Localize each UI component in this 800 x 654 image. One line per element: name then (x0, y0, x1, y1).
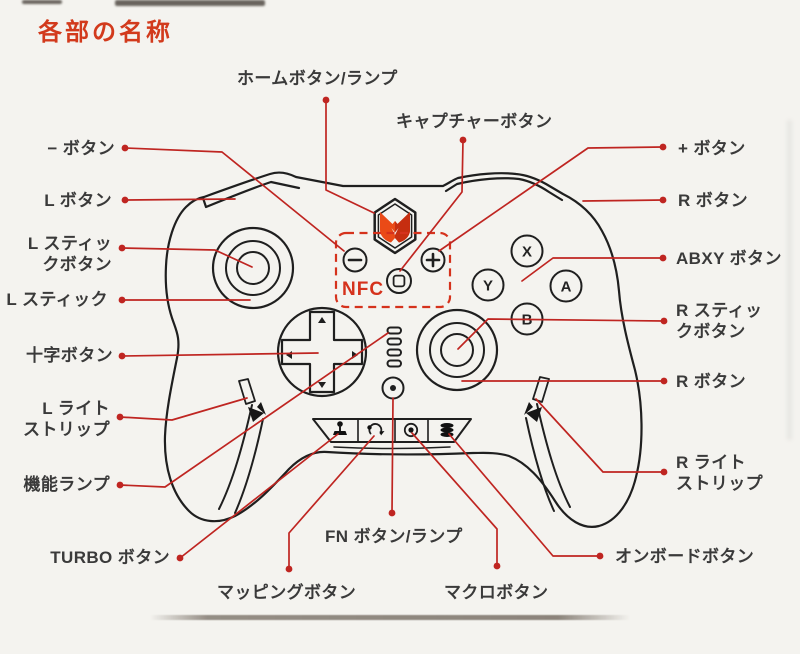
r-grip-seam (525, 403, 571, 512)
mapping-button (367, 423, 385, 436)
plus-icon (425, 252, 441, 268)
label-dpad: 十字ボタン (26, 346, 113, 365)
scan-shadow-right (787, 120, 792, 440)
dpad-up-arrow-icon (318, 317, 326, 323)
label-function-lamp: 機能ランプ (23, 475, 110, 494)
label-l-light-strip: L ライト ストリップ (23, 399, 110, 439)
label-plus-button: + ボタン (678, 139, 746, 158)
controller-body-outline (163, 171, 643, 528)
label-r-light-strip: R ライト ストリップ (676, 453, 763, 493)
onboard-button (440, 423, 454, 437)
dot-ring-icon (390, 385, 396, 391)
label-l-button: L ボタン (44, 191, 112, 210)
r-shoulder-button (444, 177, 564, 202)
a-button (549, 269, 583, 303)
label-onboard-button: オンボードボタン (615, 547, 755, 566)
plus-button (420, 247, 446, 273)
label-r-button-2: R ボタン (676, 372, 746, 391)
l-grip-seam (218, 404, 264, 514)
x-button (510, 234, 544, 268)
label-macro-button: マクロボタン (444, 583, 549, 602)
indicator-lamps (386, 326, 402, 368)
x-button-letter: X (522, 244, 532, 261)
scan-artifact-bottom (150, 615, 630, 620)
turbo-button (333, 421, 347, 435)
label-capture-button: キャプチャーボタン (396, 112, 553, 131)
label-r-stick-button: R スティッ クボタン (676, 301, 763, 341)
r-grip-mark (524, 402, 542, 422)
r-light-strip (532, 376, 550, 403)
y-button (471, 268, 505, 302)
joystick-icon (337, 421, 343, 427)
label-turbo-button: TURBO ボタン (50, 548, 170, 567)
l-stick (211, 226, 295, 310)
scan-artifact-top-left (22, 0, 62, 4)
a-button-letter: A (561, 279, 572, 296)
leader-dots (116, 96, 668, 573)
label-l-stick: L スティック (6, 290, 108, 309)
label-r-button: R ボタン (678, 191, 748, 210)
nfc-zone (334, 231, 452, 309)
minus-button (342, 247, 368, 273)
record-dot-icon (403, 422, 419, 438)
l-grip-mark (248, 402, 266, 422)
label-abxy-buttons: ABXY ボタン (676, 249, 782, 268)
label-minus-button: − ボタン (47, 139, 115, 158)
home-button-logo (373, 197, 417, 255)
layers-icon (440, 423, 454, 428)
capture-button (386, 268, 412, 294)
macro-button (403, 422, 419, 438)
r-stick (415, 308, 499, 392)
page-title: 各部の名称 (38, 19, 173, 46)
label-home-button: ホームボタン/ランプ (237, 69, 398, 88)
label-mapping-button: マッピングボタン (217, 583, 357, 602)
l-light-strip (238, 378, 256, 405)
label-fn-button: FN ボタン/ランプ (325, 527, 463, 546)
leader-lines (119, 99, 665, 570)
scan-artifact-top (115, 0, 265, 6)
nfc-label: NFC (342, 279, 385, 300)
square-icon (392, 274, 406, 288)
fox-emblem-icon (380, 212, 410, 243)
dpad-down-arrow-icon (318, 382, 326, 388)
label-l-stick-button: L スティッ クボタン (27, 234, 112, 274)
fn-button (381, 376, 405, 400)
dpad (276, 306, 368, 398)
circular-arrow-icon (368, 423, 383, 435)
y-button-letter: Y (483, 278, 493, 295)
